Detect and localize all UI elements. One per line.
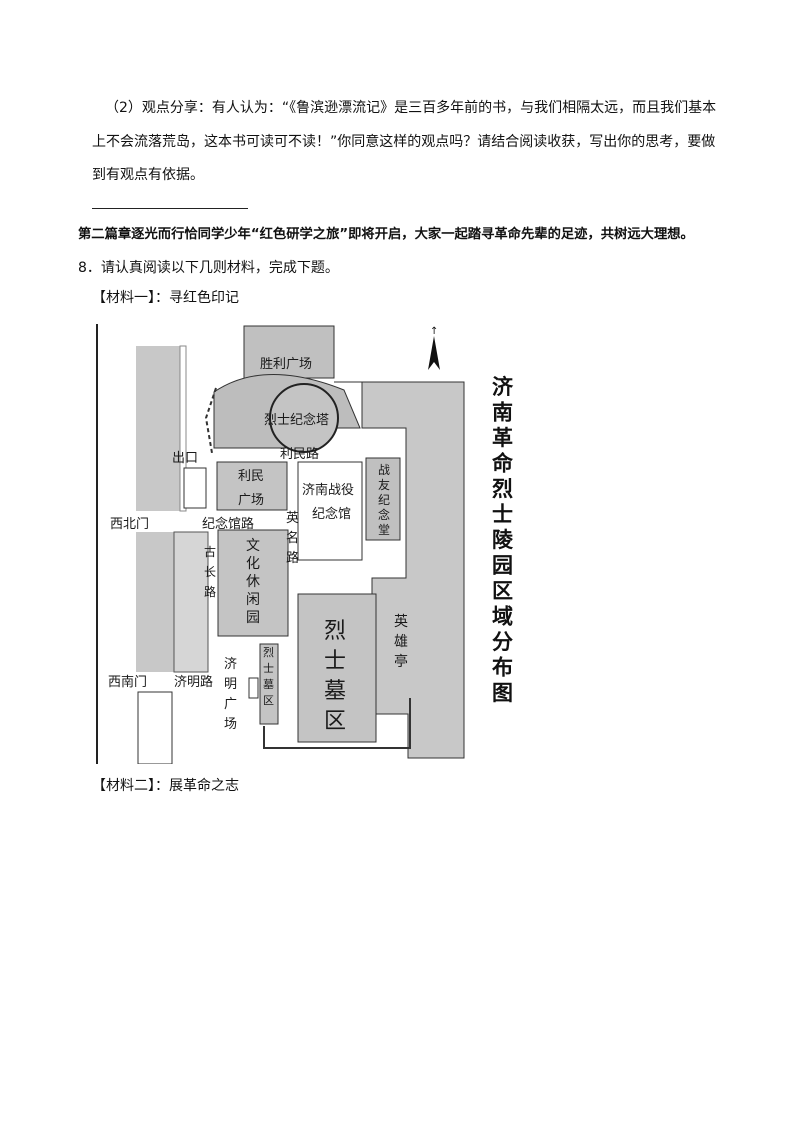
map-block-northwest	[136, 346, 180, 511]
label-jiming-square-char: 明	[224, 677, 237, 692]
map-martyr-tomb-small	[259, 643, 279, 725]
map-title-char: 陵	[492, 528, 514, 552]
answer-line	[92, 208, 248, 209]
label-martyr-tomb-small-char: 区	[263, 694, 274, 707]
map-title-char: 烈	[492, 477, 513, 501]
map-title-char: 士	[492, 503, 513, 527]
svg-text:↑: ↑	[430, 326, 438, 337]
label-yingming-road-char: 路	[286, 550, 299, 566]
map-title-char: 命	[492, 452, 514, 476]
map-strip-north	[179, 345, 187, 512]
map-title-char: 域	[492, 605, 513, 629]
label-martyr-monument: 烈士纪念塔	[264, 412, 329, 428]
label-culture-park-char: 园	[246, 610, 260, 626]
map-small-marker	[248, 677, 259, 699]
map-title-char: 园	[492, 554, 513, 578]
label-culture-park-char: 化	[246, 556, 260, 572]
label-comrade-hall-char: 纪	[378, 493, 390, 507]
label-memorial-road: 纪念馆路	[202, 516, 254, 532]
map-block-southwest	[136, 532, 174, 672]
label-yingming-road-char: 名	[286, 530, 299, 546]
label-culture-park-char: 文	[246, 538, 260, 554]
map-exit-block	[183, 467, 207, 509]
map-block-south	[137, 691, 173, 764]
map-title-char: 革	[492, 426, 513, 450]
map-title-char: 区	[492, 579, 513, 603]
map-south-path	[263, 698, 411, 749]
question-part2-line2: 上不会流落荒岛，这本书可读可不读！”你同意这样的观点吗？请结合阅读收获，写出你的…	[92, 134, 716, 150]
label-martyr-tomb-small-char: 士	[263, 662, 274, 675]
material-2-label: 【材料二】：展革命之志	[92, 778, 239, 794]
label-jiming-square-char: 广	[224, 697, 237, 712]
label-limin-square-1: 利民	[238, 469, 264, 484]
label-comrade-hall-char: 友	[378, 478, 390, 492]
label-yingming-road-char: 英	[286, 511, 299, 526]
label-victory-square: 胜利广场	[260, 357, 312, 372]
label-hero-pavilion-char: 亭	[394, 653, 408, 670]
map-title-char: 布	[492, 656, 513, 680]
map-west-steps	[204, 387, 217, 454]
label-martyr-cemetery-char: 烈	[324, 619, 346, 644]
label-gushan-road-char: 古	[204, 544, 216, 559]
map-jinan-campaign-hall	[297, 461, 363, 561]
label-limin-square-2: 广场	[238, 493, 264, 508]
question-part2-line1: （2）观点分享：有人认为：“《鲁滨逊漂流记》是三百多年前的书，与我们相隔太远，而…	[105, 100, 717, 116]
label-martyr-cemetery-char: 区	[324, 709, 346, 734]
question-8-stem: 8．请认真阅读以下几则材料，完成下题。	[78, 260, 339, 276]
label-comrade-hall-char: 念	[378, 507, 390, 522]
section2-intro: 第二篇章逐光而行恰同学少年“红色研学之旅”即将开启，大家一起踏寻革命先辈的足迹，…	[78, 227, 694, 242]
label-martyr-tomb-small-char: 烈	[263, 645, 274, 659]
label-gushan-road-char: 路	[204, 584, 216, 599]
map-monument-circle	[269, 383, 339, 453]
north-arrow-icon: ↑	[428, 326, 440, 370]
label-comrade-hall-char: 堂	[378, 523, 390, 537]
label-martyr-cemetery-char: 士	[324, 649, 346, 674]
label-limin-road: 利民路	[280, 446, 319, 462]
label-hero-pavilion-char: 雄	[394, 634, 408, 650]
label-jiming-road: 济明路	[174, 674, 213, 690]
label-jinan-campaign-1: 济南战役	[302, 482, 354, 498]
label-culture-park-char: 休	[246, 574, 260, 590]
label-culture-park-char: 闲	[246, 592, 260, 608]
material-1-label: 【材料一】：寻红色印记	[92, 290, 239, 306]
label-jinan-campaign-2: 纪念馆	[312, 506, 351, 522]
map-title-char: 分	[492, 630, 513, 654]
label-gushan-road-char: 长	[204, 565, 216, 579]
map-comrade-hall	[365, 457, 401, 541]
map-title-char: 济	[492, 375, 514, 399]
cemetery-map: ↑ 胜利广场 烈士纪念塔 出口 利民路 利民 广场 济南战役 纪念馆 西北门 纪…	[96, 324, 514, 764]
map-culture-park	[217, 529, 289, 637]
label-jiming-square-char: 场	[224, 717, 237, 732]
label-jiming-square-char: 济	[224, 657, 237, 672]
map-martyr-cemetery	[297, 593, 377, 743]
label-comrade-hall-char: 战	[378, 463, 390, 477]
label-northwest-gate: 西北门	[110, 517, 149, 532]
map-block-southwest-2	[173, 531, 209, 673]
label-southwest-gate: 西南门	[108, 674, 147, 690]
label-martyr-tomb-small-char: 墓	[263, 678, 274, 691]
map-limin-square	[216, 461, 288, 511]
label-exit: 出口	[172, 451, 198, 466]
label-hero-pavilion-char: 英	[394, 613, 408, 630]
map-title-char: 南	[492, 401, 513, 425]
map-title-char: 图	[492, 681, 513, 705]
question-part2-line3: 到有观点有依据。	[92, 167, 204, 183]
label-martyr-cemetery-char: 墓	[324, 679, 346, 704]
